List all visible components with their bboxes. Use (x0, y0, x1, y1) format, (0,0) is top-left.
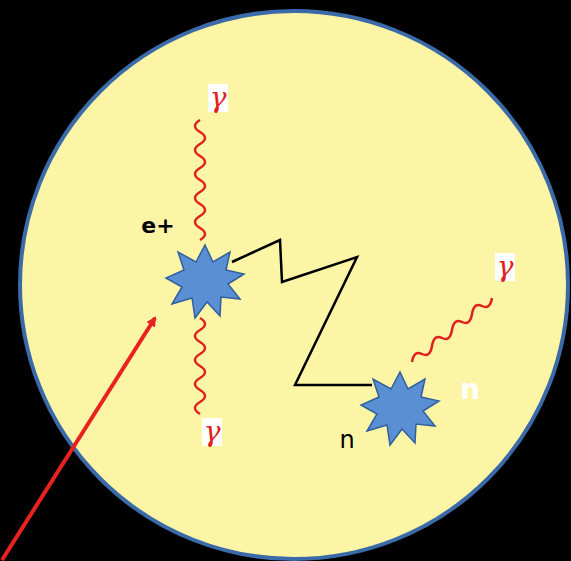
gamma-label: γ (208, 84, 229, 112)
interaction-burst (166, 245, 244, 318)
photon-wave (195, 318, 205, 414)
detector-volume (20, 11, 568, 559)
particle-label: e+ (141, 215, 174, 237)
photon-wave (412, 298, 492, 362)
neutron-path (232, 240, 372, 385)
particle-label: n (460, 376, 480, 404)
particle-label: n (339, 428, 354, 452)
gamma-label: γ (202, 418, 223, 446)
incoming-arrow (2, 318, 155, 560)
gamma-label: γ (495, 253, 516, 281)
interaction-burst (361, 372, 439, 445)
photon-wave (195, 120, 205, 240)
